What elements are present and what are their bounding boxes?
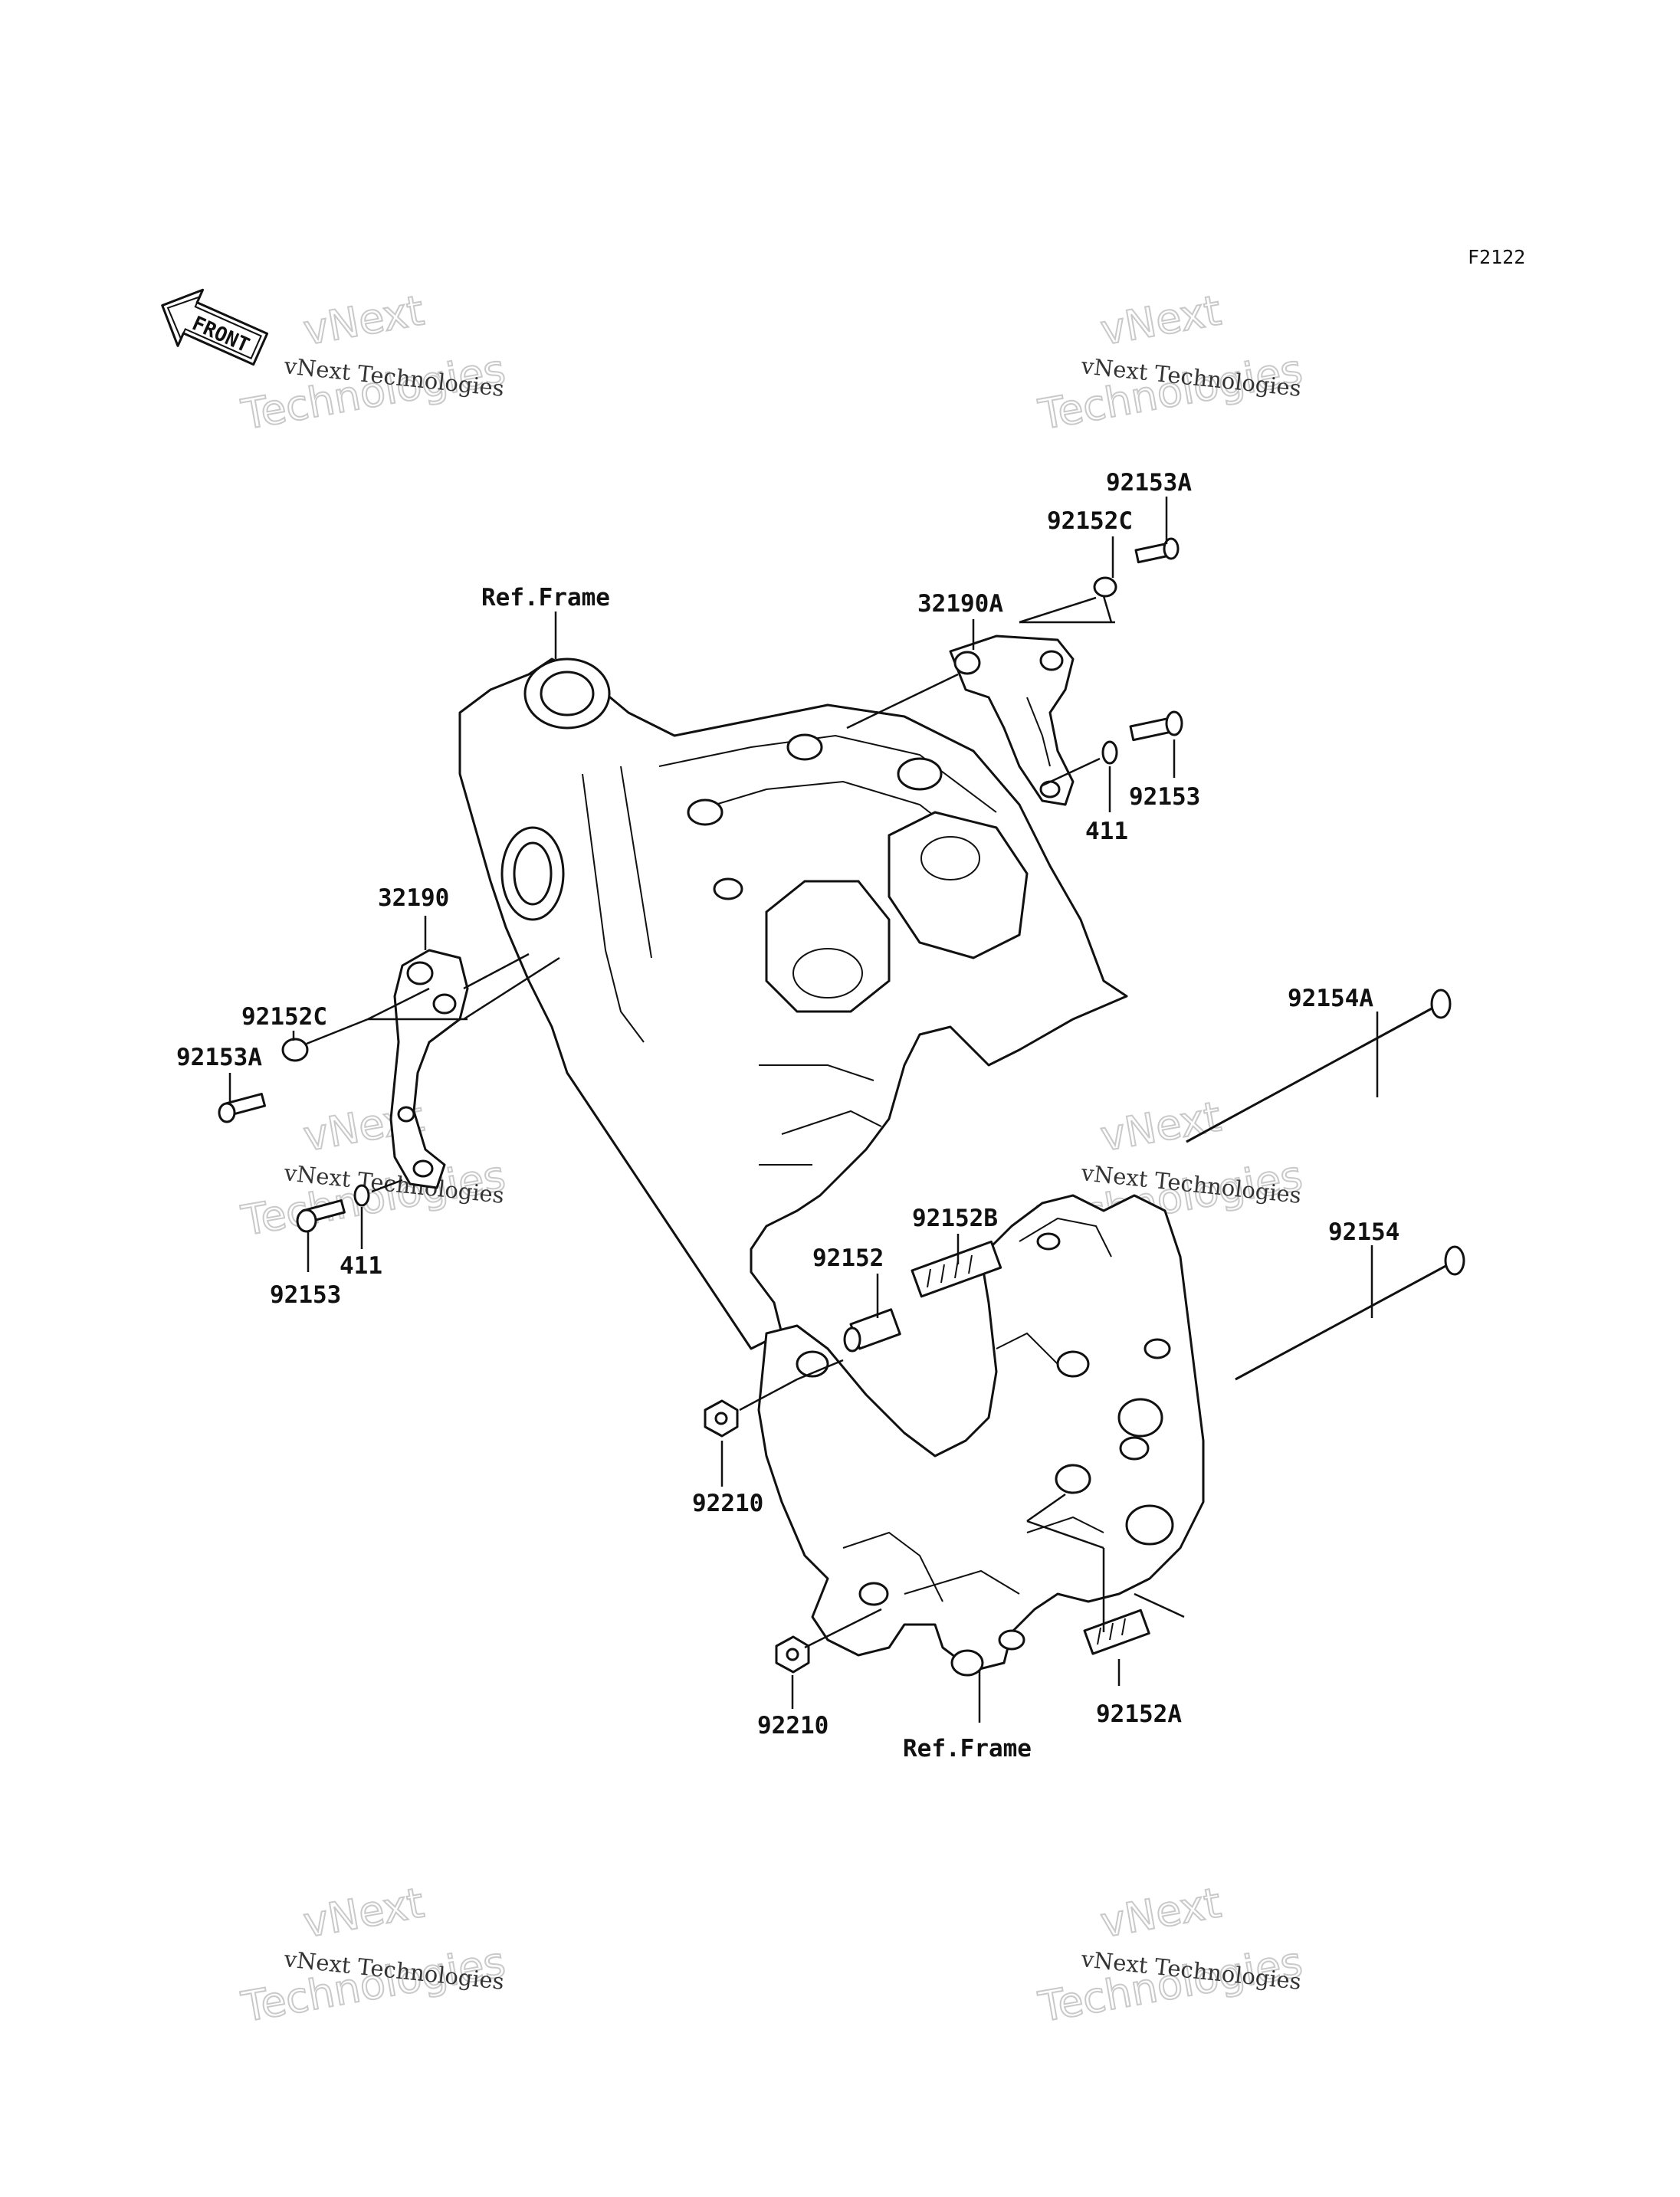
label-ref-frame-top: Ref.Frame [481,584,610,612]
watermark-bottom-left: vNext Technologies vNext Technologies [237,1877,510,2032]
label-92154A: 92154A [1288,985,1373,1012]
through-bolt-92154 [1235,1245,1465,1381]
washer-411-top [1101,740,1118,765]
svg-text:vNext: vNext [1097,286,1224,354]
collar-92152 [843,1308,901,1353]
label-92153A-top: 92153A [1106,469,1192,497]
nut-92210-lower [775,1635,810,1674]
label-92210-upper: 92210 [692,1490,763,1517]
front-arrow-icon: FRONT [161,288,269,366]
bracket-32190A [949,635,1075,806]
figure-code: F2122 [1468,246,1525,268]
svg-text:vNext: vNext [1097,1092,1224,1160]
bolt-92153-left [296,1199,346,1233]
label-411-top: 411 [1085,818,1128,845]
leader-lines [228,497,1379,1723]
label-92152B: 92152B [912,1205,998,1232]
label-32190: 32190 [378,884,449,912]
label-92153-left: 92153 [270,1281,341,1309]
label-92152A: 92152A [1096,1700,1182,1728]
nut-92210-upper [704,1399,739,1438]
collar-92152A [1083,1608,1150,1655]
watermark-top-left: vNext Technologies vNext Technologies [237,285,510,440]
label-92154: 92154 [1328,1218,1399,1246]
label-411-left: 411 [340,1252,382,1280]
bolt-92153A-left [218,1093,267,1123]
bolt-92153-top [1129,710,1183,742]
through-bolt-92154A [1186,989,1452,1143]
label-32190A: 32190A [917,590,1003,618]
label-92152C-top: 92152C [1047,507,1133,535]
bracket-32190 [389,949,469,1189]
collar-92152C-top [1093,576,1117,598]
label-92152: 92152 [812,1244,884,1272]
watermark-middle-left: vNext Technologies vNext Technologies [237,1091,510,1246]
bolt-92153A-top [1134,537,1180,564]
washer-411-left [353,1184,370,1207]
collar-92152C-left [281,1038,309,1062]
label-92152C-left: 92152C [241,1003,327,1031]
watermark-bottom-right: vNext Technologies vNext Technologies [1034,1877,1307,2032]
svg-text:vNext: vNext [300,286,427,354]
label-ref-frame-bottom: Ref.Frame [903,1735,1032,1763]
collar-92152B [911,1240,1002,1298]
main-frame-lower [757,1194,1205,1677]
svg-text:vNext: vNext [1097,1878,1224,1946]
watermark-top-right: vNext Technologies vNext Technologies [1034,285,1307,440]
label-92153A-left: 92153A [176,1044,262,1071]
label-92210-lower: 92210 [757,1712,829,1740]
svg-text:vNext: vNext [300,1878,427,1946]
label-92153-top: 92153 [1129,783,1200,811]
main-frame-upper [458,657,1128,1350]
